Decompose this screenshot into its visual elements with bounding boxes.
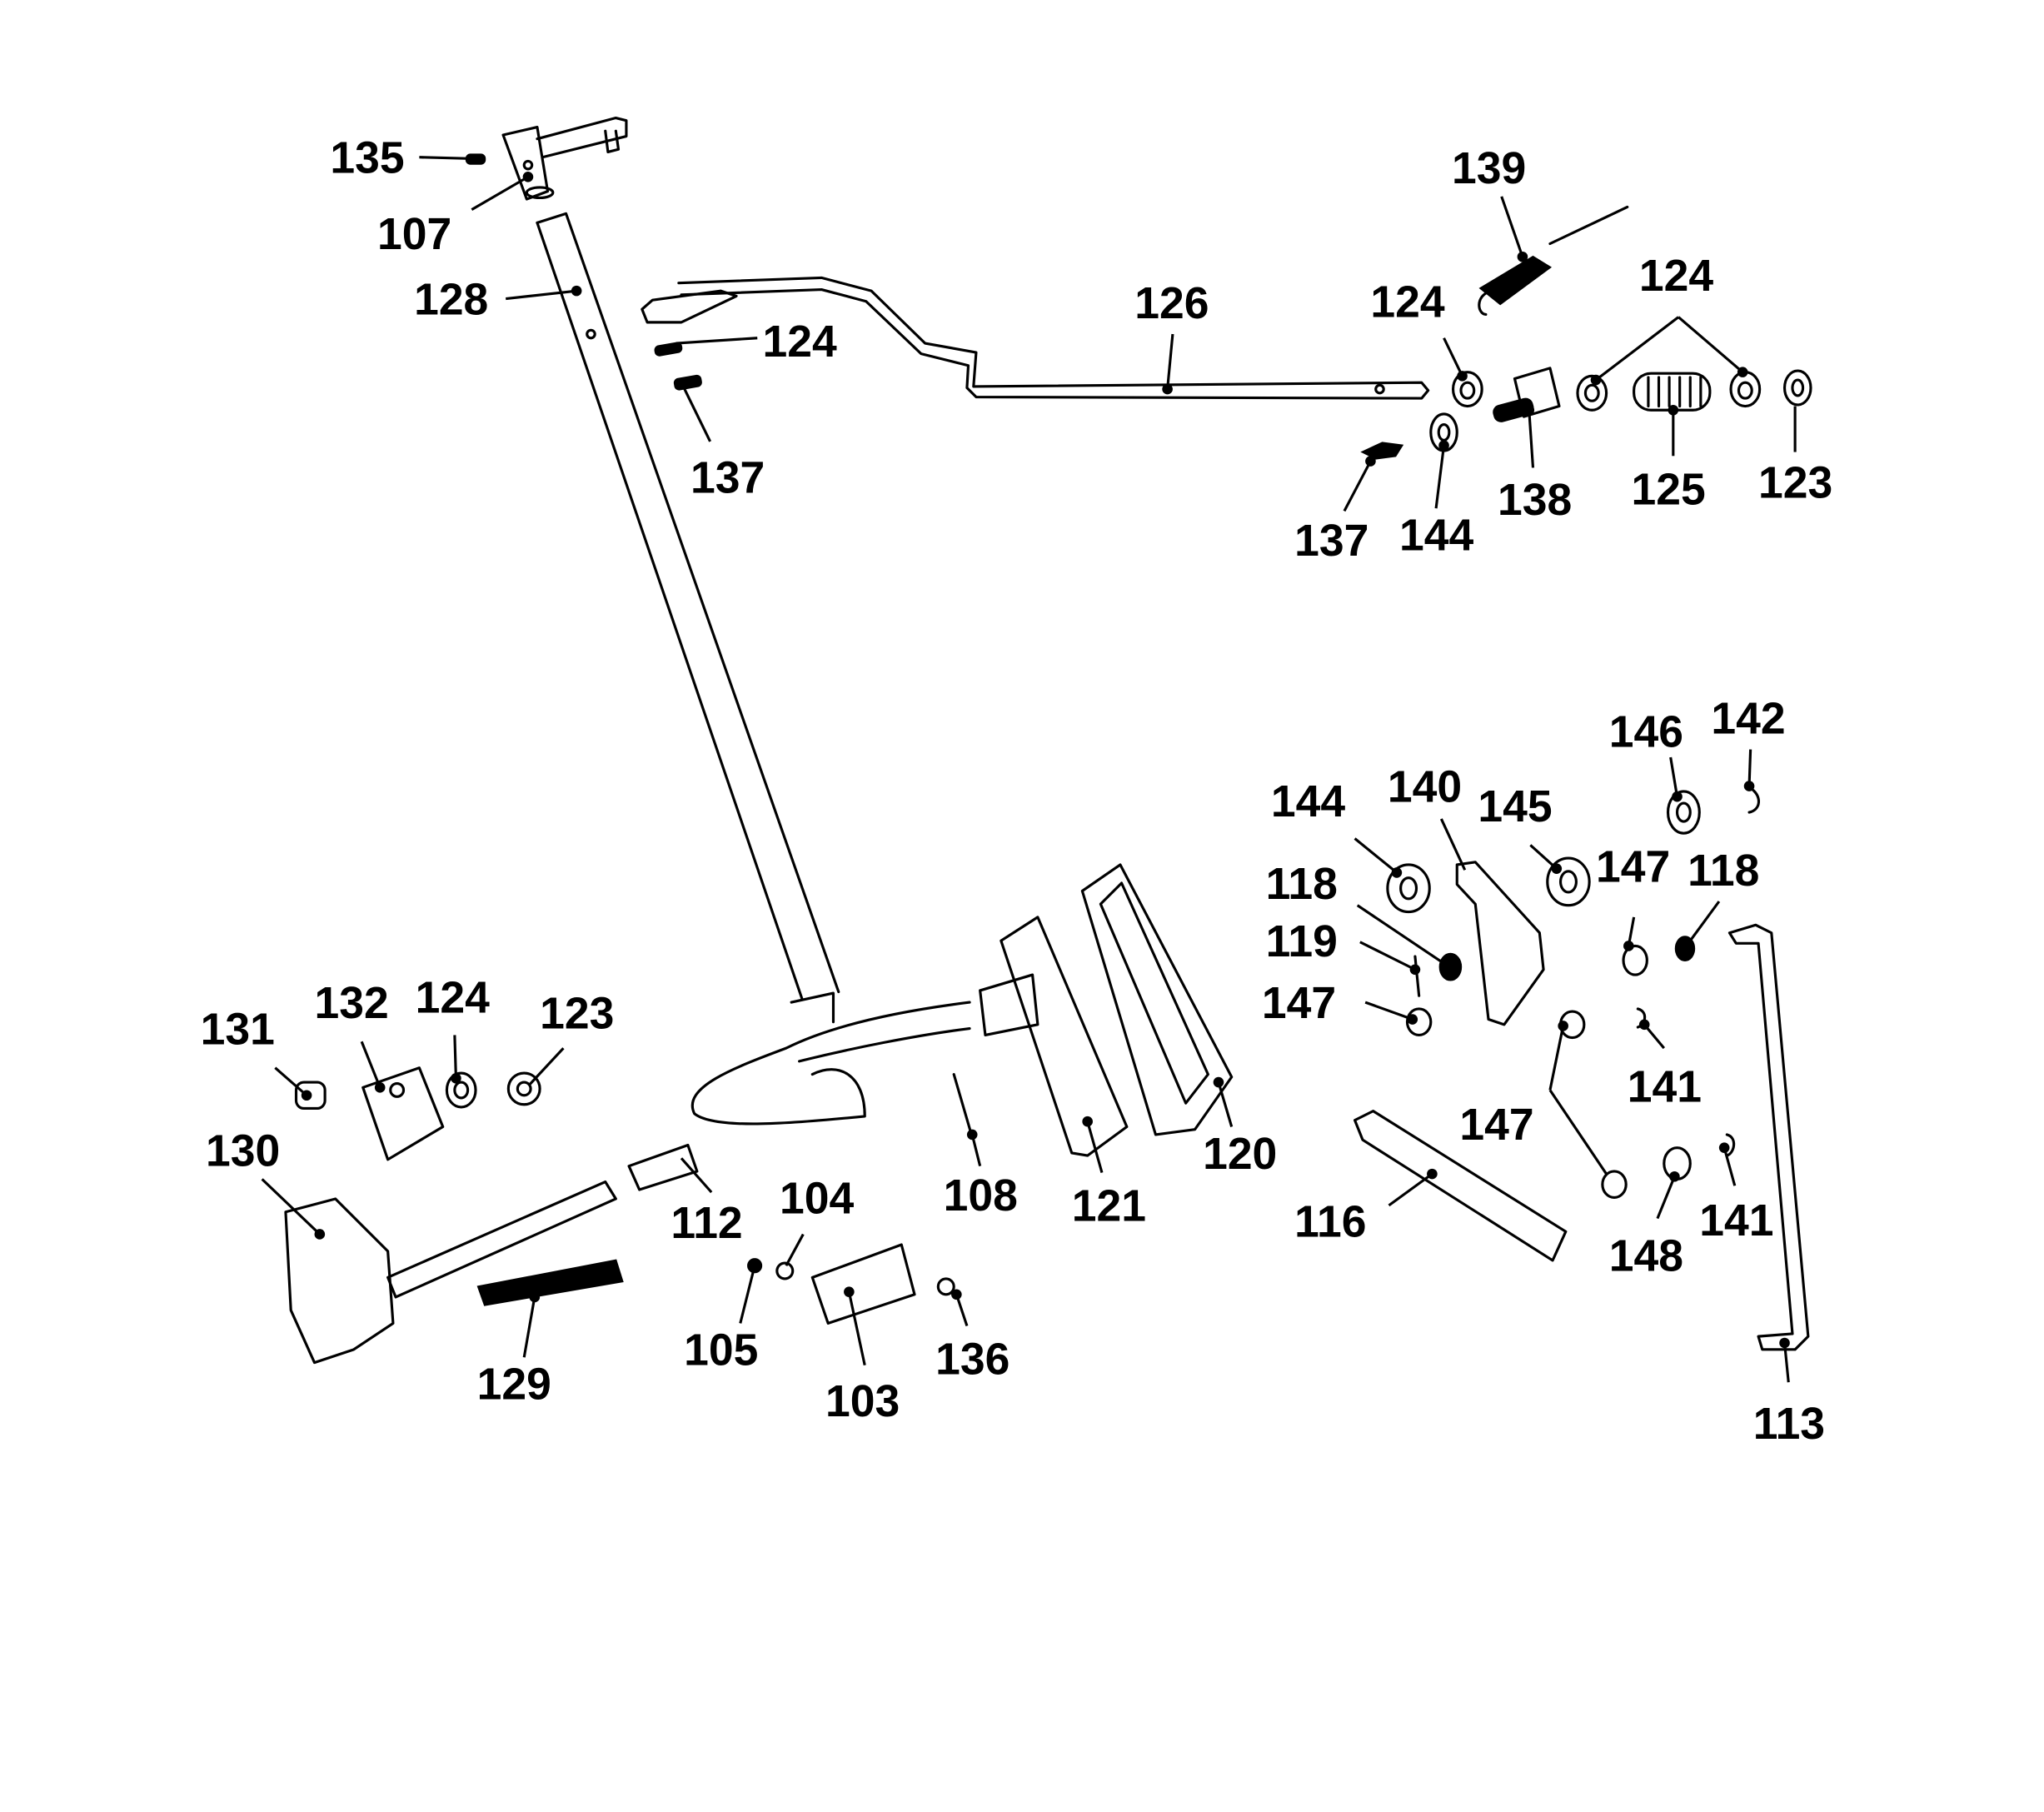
callout-105: 105 <box>684 1326 758 1375</box>
part-121-pedal-plate <box>1000 916 1129 1157</box>
callout-141: 141 <box>1628 1063 1702 1112</box>
part-108-pin <box>952 1073 974 1139</box>
part-136-clip <box>936 1277 955 1296</box>
part-139-spring <box>1478 205 1629 317</box>
part-119-pin <box>1413 955 1421 997</box>
part-124-washer-b <box>1576 374 1608 412</box>
callout-120: 120 <box>1203 1130 1277 1179</box>
part-137-clip-b <box>1360 442 1404 460</box>
callout-147: 147 <box>1459 1101 1533 1150</box>
part-132-plate <box>361 1066 445 1161</box>
callout-124: 124 <box>416 974 490 1023</box>
part-130-plate <box>284 1197 395 1365</box>
callout-148: 148 <box>1609 1231 1683 1280</box>
callout-135: 135 <box>330 134 404 183</box>
part-147-washer-a <box>1405 1007 1433 1036</box>
callout-126: 126 <box>1134 279 1209 328</box>
callout-125: 125 <box>1631 465 1705 514</box>
callout-124: 124 <box>1639 252 1713 301</box>
callout-132: 132 <box>315 979 389 1028</box>
callout-147: 147 <box>1262 979 1336 1028</box>
part-116-bar <box>1353 1110 1568 1262</box>
part-104-washer <box>775 1261 795 1280</box>
callout-145: 145 <box>1478 782 1552 831</box>
part-131-bolt <box>294 1081 327 1111</box>
leader-lines <box>261 156 1797 1383</box>
part-128-shaft <box>536 212 840 1000</box>
part-118-nut-a <box>1438 952 1463 981</box>
callout-121: 121 <box>1072 1182 1146 1231</box>
part-107-bracket <box>501 116 628 201</box>
callout-104: 104 <box>780 1174 854 1223</box>
callout-128: 128 <box>414 275 488 324</box>
part-138-block <box>1493 367 1561 422</box>
part-112-bushing <box>627 1143 699 1191</box>
callout-118: 118 <box>1266 860 1338 909</box>
callout-131: 131 <box>201 1005 275 1054</box>
part-124-washer-c <box>1729 371 1762 408</box>
part-146-washer <box>1666 790 1701 835</box>
part-145-washer <box>1546 856 1591 907</box>
callout-118: 118 <box>1688 846 1759 896</box>
callout-119: 119 <box>1266 917 1338 966</box>
part-124-washer-d <box>445 1071 477 1109</box>
callout-124: 124 <box>1370 278 1444 327</box>
part-147-washer-d <box>1601 1170 1628 1199</box>
callout-112: 112 <box>671 1199 742 1248</box>
callout-123: 123 <box>540 990 614 1039</box>
callout-144: 144 <box>1271 777 1345 826</box>
callout-136: 136 <box>935 1335 1010 1385</box>
callout-138: 138 <box>1498 476 1572 525</box>
callout-137: 137 <box>690 453 765 502</box>
part-125-spring <box>1633 372 1712 412</box>
callout-124: 124 <box>763 317 837 367</box>
part-103-block <box>810 1243 916 1325</box>
callout-116: 116 <box>1294 1198 1366 1247</box>
part-141-clip-b <box>1725 1133 1736 1157</box>
callout-139: 139 <box>1452 144 1526 193</box>
part-140-plate <box>1455 861 1545 1026</box>
part-113-rod <box>1727 923 1810 1351</box>
callout-107: 107 <box>377 210 451 259</box>
callout-108: 108 <box>944 1171 1018 1220</box>
callout-142: 142 <box>1711 695 1785 744</box>
part-129-spring <box>476 1259 624 1306</box>
part-135-pin <box>465 153 486 165</box>
part-120-pedal-pad <box>1080 863 1234 1136</box>
part-124-pin <box>654 342 683 357</box>
callout-123: 123 <box>1758 459 1832 508</box>
callout-113: 113 <box>1753 1400 1825 1449</box>
part-123-nut-a <box>1782 369 1812 407</box>
callout-103: 103 <box>825 1377 900 1426</box>
callout-144: 144 <box>1399 512 1473 561</box>
part-147-washer-b <box>1622 944 1648 976</box>
part-118-nut-b <box>1674 936 1696 961</box>
callout-147: 147 <box>1596 842 1670 891</box>
callout-labels: 135 107 128 124 137 126 139 124 124 137 … <box>201 134 1833 1449</box>
callout-130: 130 <box>206 1127 280 1176</box>
callout-140: 140 <box>1388 762 1462 811</box>
part-126-rod <box>641 276 1430 400</box>
part-shaft-lower <box>386 1180 617 1299</box>
part-123-nut-b <box>506 1071 541 1106</box>
callout-146: 146 <box>1609 707 1683 756</box>
callout-129: 129 <box>477 1360 551 1410</box>
part-pedal-arm <box>690 973 1039 1126</box>
callout-141: 141 <box>1699 1196 1773 1245</box>
part-137-clip <box>673 374 702 391</box>
callout-137: 137 <box>1294 517 1368 566</box>
part-124-washer-a <box>1451 371 1483 408</box>
part-144-washer-b <box>1386 863 1431 914</box>
